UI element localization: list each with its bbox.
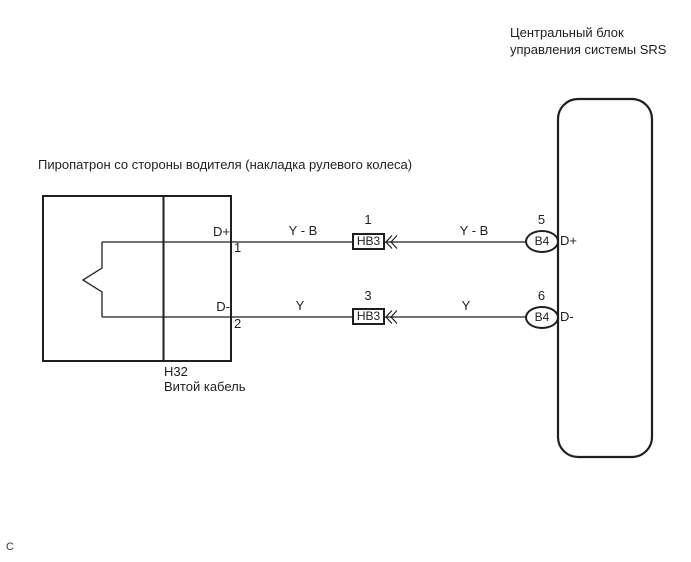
squib-box — [42, 195, 232, 362]
wire-color-label: Y - B — [459, 223, 489, 238]
srs-connector-pin-6: 6 — [537, 288, 546, 303]
srs-unit-outline — [556, 97, 654, 459]
srs-connector-pin-5: 5 — [537, 212, 546, 227]
srs-terminal-dminus: D- — [560, 309, 574, 324]
wire-color-label: Y — [295, 298, 305, 313]
terminal-dminus-label: D- — [216, 299, 230, 314]
srs-connector-b4-dplus: B4 — [525, 230, 559, 253]
squib-pin-1: 1 — [234, 240, 242, 255]
terminal-dplus-label: D+ — [213, 224, 230, 239]
connector-arrow-icon — [385, 310, 398, 324]
srs-connector-b4-dminus: B4 — [525, 306, 559, 329]
squib-label: Пиропатрон со стороны водителя (накладка… — [38, 157, 413, 172]
wire-color-label: Y - B — [288, 223, 318, 238]
inline-connector-hb3-2: HB3 — [352, 308, 385, 325]
squib-pin-2: 2 — [234, 316, 242, 331]
wire-color-label: Y — [461, 298, 471, 313]
inline-connector-pin-3: 3 — [364, 288, 372, 303]
connector-arrow-icon — [385, 235, 398, 249]
cable-name-label: Витой кабель — [164, 379, 246, 394]
cable-code-label: H32 — [164, 364, 188, 379]
srs-terminal-dplus: D+ — [560, 233, 577, 248]
page-marker: C — [6, 541, 14, 553]
inline-connector-pin-1: 1 — [364, 212, 372, 227]
inline-connector-hb3-1: HB3 — [352, 233, 385, 250]
srs-unit-title: Центральный блок управления системы SRS — [510, 25, 667, 57]
squib-symbol — [81, 242, 103, 317]
